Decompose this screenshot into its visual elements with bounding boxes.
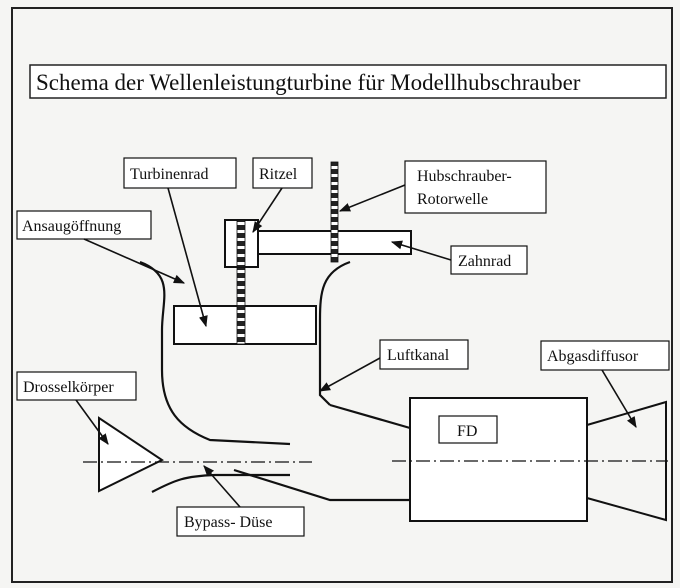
arrow-bypass-duese [203,465,241,508]
svg-text:Bypass- Düse: Bypass- Düse [184,514,272,531]
arrow-turbinenrad [167,187,208,328]
air-channel-lower [233,468,410,502]
label-drosselkoerper: Drosselkörper [16,371,137,401]
label-bypass-duese: Bypass- Düse [176,506,305,537]
bypass-nozzle-lower [151,473,290,493]
svg-text:Luftkanal: Luftkanal [387,347,450,364]
intake-wall-left [139,260,291,446]
label-abgasdiffusor: Abgasdiffusor [540,340,670,371]
arrow-rotorwelle [338,184,406,212]
leader-arrows [75,184,637,508]
svg-text:Ritzel: Ritzel [259,166,298,183]
svg-text:Rotorwelle: Rotorwelle [417,191,488,208]
intake-wall-right [318,260,351,406]
label-luftkanal: Luftkanal [379,339,469,370]
arrow-ansaugoeffnung [83,238,186,284]
arrow-ritzel [252,187,283,233]
outer-frame [11,7,673,583]
title-text: Schema der Wellenleistungturbine für Mod… [36,70,581,95]
label-ritzel: Ritzel [252,157,313,189]
fd-box [409,397,588,522]
arrow-abgasdiffusor [601,369,637,428]
label-turbinenrad: Turbinenrad [123,157,237,189]
svg-text:Drosselkörper: Drosselkörper [23,379,114,396]
arrow-luftkanal [319,357,381,392]
rotor-shaft [330,161,339,263]
diagram-title: Schema der Wellenleistungturbine für Mod… [29,64,667,99]
svg-text:Zahnrad: Zahnrad [458,253,511,270]
svg-text:Abgasdiffusor: Abgasdiffusor [547,348,639,365]
label-rotorwelle: Hubschrauber- Rotorwelle [404,160,547,214]
svg-text:FD: FD [457,423,477,440]
svg-text:Turbinenrad: Turbinenrad [130,166,209,183]
arrow-drosselkoerper [75,399,109,445]
label-zahnrad: Zahnrad [450,245,528,275]
label-ansaugoeffnung: Ansaugöffnung [16,210,152,240]
air-channel-upper [329,403,411,430]
arrow-zahnrad [390,240,452,261]
svg-text:Hubschrauber-: Hubschrauber- [417,168,512,185]
throttle-body [98,416,164,493]
svg-text:Ansaugöffnung: Ansaugöffnung [22,218,121,235]
pinion-shaft-upper [236,219,246,268]
fd-label: FD [438,415,498,444]
